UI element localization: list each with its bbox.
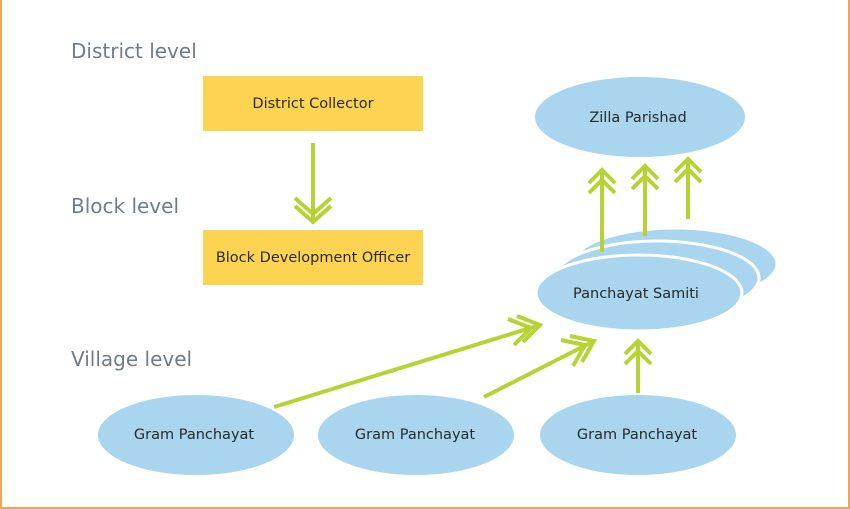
arrow-samiti-to-zilla-3 — [673, 156, 703, 219]
panchayat-samiti-label: Panchayat Samiti — [573, 286, 699, 302]
arrow-collector-to-bdo — [293, 143, 333, 225]
level-label-block: Block level — [71, 194, 179, 218]
arrow-samiti-to-zilla-1 — [587, 167, 617, 252]
arrow-chevron — [569, 334, 598, 363]
arrow-chevron — [293, 204, 333, 225]
arrow-chevron — [630, 173, 660, 191]
gram-panchayat-ellipse — [540, 395, 736, 475]
samiti-ellipse-front — [534, 253, 744, 333]
arrow-chevron — [516, 314, 544, 344]
arrow-gram1-to-samiti — [273, 314, 544, 409]
arrow-chevron — [507, 317, 535, 347]
node-gram-panchayat-2: Gram Panchayat — [318, 395, 514, 475]
arrow-shaft — [483, 339, 595, 399]
arrow-chevron — [623, 348, 653, 366]
gram-panchayat-label: Gram Panchayat — [577, 427, 697, 443]
arrow-gram3-to-samiti — [623, 338, 653, 393]
arrow-chevron — [293, 196, 333, 217]
zilla-parishad-label: Zilla Parishad — [589, 110, 686, 126]
node-block-development-officer: Block Development Officer — [203, 230, 423, 285]
arrow-chevron — [587, 167, 617, 185]
district-collector-box — [203, 76, 423, 131]
arrow-chevron — [560, 338, 589, 367]
arrow-chevron — [673, 166, 703, 184]
gram-panchayat-ellipse — [318, 395, 514, 475]
bdo-box — [203, 230, 423, 285]
level-label-village: Village level — [71, 347, 192, 371]
arrow-chevron — [587, 177, 617, 195]
node-district-collector: District Collector — [203, 76, 423, 131]
arrow-chevron — [623, 338, 653, 356]
node-gram-panchayat-1: Gram Panchayat — [98, 395, 294, 475]
zilla-parishad-ellipse — [535, 77, 745, 157]
arrow-chevron — [673, 156, 703, 174]
gram-panchayat-ellipse — [98, 395, 294, 475]
node-zilla-parishad: Zilla Parishad — [535, 77, 745, 157]
arrow-gram2-to-samiti — [483, 334, 598, 399]
level-label-district: District level — [71, 39, 197, 63]
district-collector-label: District Collector — [252, 96, 373, 112]
arrow-samiti-to-zilla-2 — [630, 163, 660, 236]
arrow-shaft — [273, 323, 541, 409]
node-gram-panchayat-3: Gram Panchayat — [540, 395, 736, 475]
arrow-chevron — [630, 163, 660, 181]
bdo-label: Block Development Officer — [216, 250, 410, 266]
gram-panchayat-label: Gram Panchayat — [355, 427, 475, 443]
gram-panchayat-label: Gram Panchayat — [134, 427, 254, 443]
